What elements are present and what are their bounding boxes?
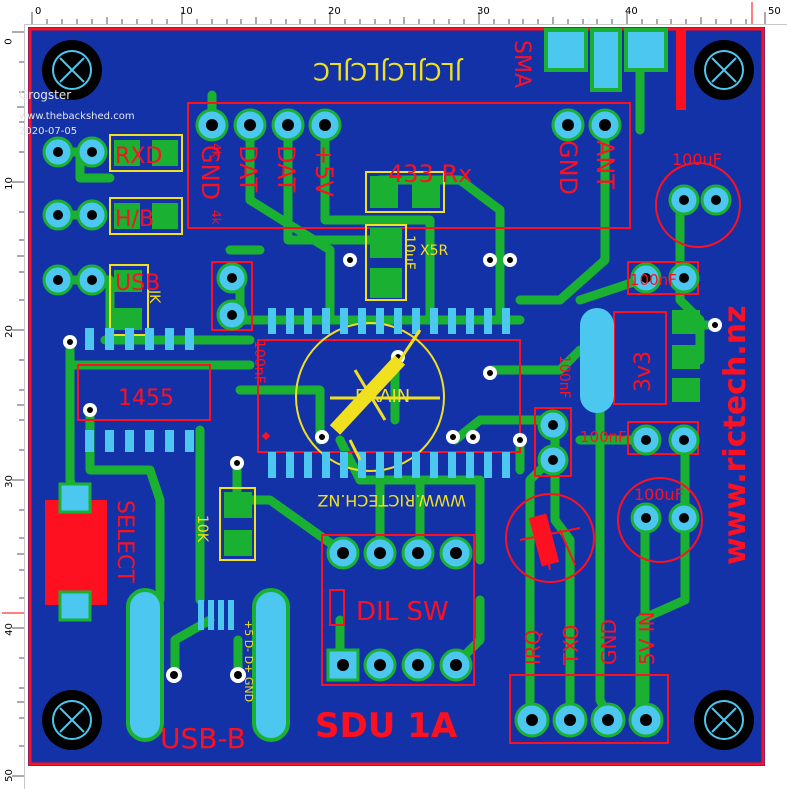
ruler-top[interactable]: 0 10 20 30 40 50 [0,0,787,25]
watermark-author: Grogster [19,88,71,102]
ruler-left-label-40: 40 [3,623,15,636]
ant-label: ANT [591,140,619,189]
cap-10uf-label: 10uF [401,235,417,270]
cap-100nf-d-label: 100nF [556,355,572,399]
ic-1455-label: 1455 [118,386,174,411]
header-top-pin-dat-1: DAT [234,145,262,193]
sma-label: SMA [509,40,534,88]
resistor-10k-label: 10K [194,515,210,543]
ruler-top-label-50: 50 [768,6,781,17]
silk-outlines [77,102,741,744]
silk-text-red: RXD H/B USB 433 Rx 100nF 100nF 1455 DIL … [112,40,753,755]
jlc-logo-pattern: JLCJLCJLCJLC [313,57,464,85]
usb-b-small-holes [166,667,246,683]
header-pin-irq: IRQ [521,629,545,665]
r-4k-b-label: 4k [209,210,223,225]
cap-x5r-label: X5R [420,243,448,259]
ruler-left-label-20: 20 [3,325,15,338]
header-pin-5vin: 5V IN [635,611,659,665]
ruler-left-ticks [2,31,24,777]
header-top-pin-dat-2: DAT [272,145,300,193]
cap-100nf-b-label: 100nF [251,340,267,384]
gnd-top-label: GND [554,140,582,195]
sdu-label: SDU 1A [315,706,458,746]
led-usb-label: USB [115,271,160,296]
ruler-top-label-20: 20 [328,6,341,17]
usb-pin-labels: +5 D- D+ GND [242,620,255,702]
pin1-marker [261,431,271,441]
mounting-holes [42,40,754,750]
ruler-left-label-50: 50 [3,769,15,782]
header-pin-txo: TXO [559,625,583,666]
watermark-date: 2020-07-05 [19,126,77,137]
transistor-mark [519,513,581,571]
header-pin-gnd: GND [597,619,621,665]
jumper-label: JK [146,289,162,304]
brain-logo [329,329,440,461]
r-4k-a-label: 4k [209,143,223,158]
rx-module-label: 433 Rx [388,160,472,188]
select-switch[interactable] [45,482,107,622]
ruler-top-ticks [31,2,766,24]
pcb-canvas[interactable]: RXD H/B USB 433 Rx 100nF 100nF 1455 DIL … [19,25,787,789]
usb-b-label: USB-B [160,722,246,755]
ruler-top-label-40: 40 [625,6,638,17]
ruler-left-label-30: 30 [3,475,15,488]
cap-100uf-b-label: 100uF [634,485,684,504]
website-small-label: WWW.RICTECH.NZ [317,491,466,510]
header-top-pin-gnd: GND [196,145,224,200]
select-label: SELECT [112,500,137,583]
brain-label: BRAIN [355,386,410,407]
ruler-top-label-0: 0 [35,6,42,17]
cap-100nf-c-label: 100nF [580,428,627,446]
ruler-top-label-10: 10 [180,6,193,17]
sma-connector[interactable] [544,28,686,110]
ic-pins [85,308,510,630]
through-hole-pads [42,108,732,738]
led-hb-label: H/B [115,207,154,232]
silk-text-yellow: JLCJLCJLCJLC BRAIN WWW.RICTECH.NZ 10uF X… [146,57,466,702]
vias [63,253,722,470]
cap-100nf-a-label: 100nF [630,271,677,289]
smd-pads [114,140,700,556]
reg-3v3-label: 3v3 [631,351,656,392]
silk-yellow-outlines [109,134,445,561]
led-rxd-label: RXD [115,144,162,169]
ruler-left[interactable]: 0 10 20 30 40 50 [0,24,25,789]
ruler-left-label-0: 0 [3,38,15,45]
ruler-left-label-10: 10 [3,177,15,190]
website-big-label: www.rictech.nz [718,305,753,565]
usb-b-pads [126,588,290,742]
watermark: Grogster www.thebackshed.com 2020-07-05 [19,88,135,137]
cap-100uf-a-label: 100uF [672,150,722,169]
header-top-pin-5v: +5V [310,145,338,197]
pcb-layout[interactable]: RXD H/B USB 433 Rx 100nF 100nF 1455 DIL … [19,25,787,789]
board-edge [28,27,765,766]
crystal [580,308,614,413]
watermark-site: www.thebackshed.com [19,111,135,122]
dil-sw-label: DIL SW [356,597,449,627]
ruler-top-label-30: 30 [477,6,490,17]
